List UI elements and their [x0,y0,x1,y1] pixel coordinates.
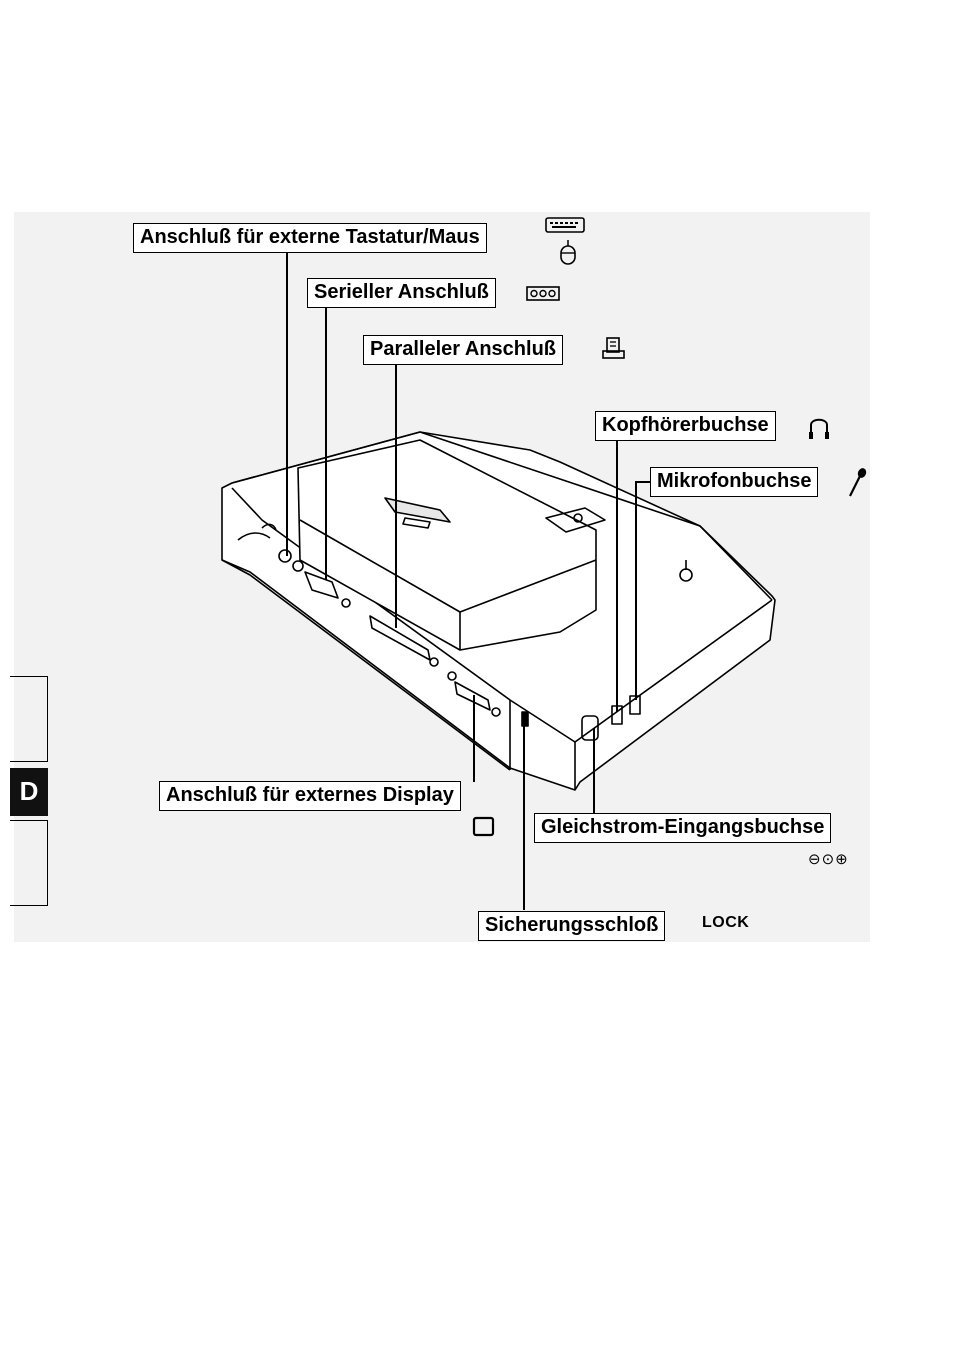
callout-dc-in-jack: Gleichstrom-Eingangsbuchse [534,813,831,843]
section-tab-d: D [10,768,48,816]
mouse-icon [558,238,578,266]
dc-polarity-icon: ⊖⊙⊕ [808,850,849,868]
monitor-icon [472,816,496,838]
callout-microphone-jack: Mikrofonbuchse [650,467,818,497]
microphone-icon [846,466,868,498]
callout-external-display-port: Anschluß für externes Display [159,781,461,811]
callout-headphone-jack: Kopfhörerbuchse [595,411,776,441]
section-tab-upper [10,676,48,762]
serial-port-icon [526,285,560,303]
callout-serial-port: Serieller Anschluß [307,278,496,308]
callout-security-lock: Sicherungsschloß [478,911,665,941]
printer-icon [601,336,627,362]
headphone-icon [807,412,831,442]
callout-keyboard-mouse-port: Anschluß für externe Tastatur/Maus [133,223,487,253]
section-tab-lower [10,820,48,906]
callout-parallel-port: Paralleler Anschluß [363,335,563,365]
lock-label: LOCK [702,914,749,932]
